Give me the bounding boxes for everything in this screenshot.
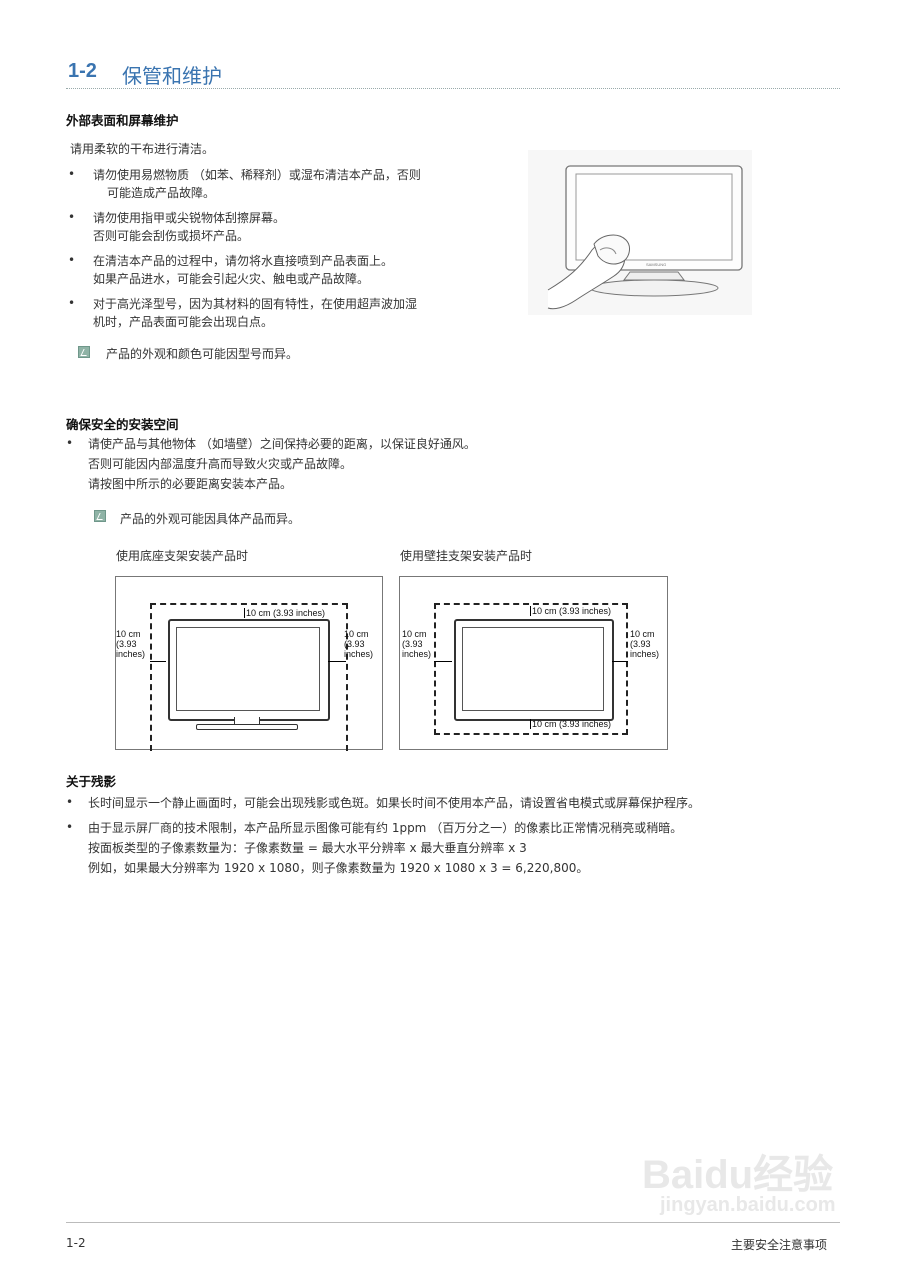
- list-item-cont: 可能造成产品故障。: [107, 186, 216, 200]
- monitor-frame: [454, 619, 614, 721]
- dim-line: 10 cm: [402, 629, 427, 639]
- dimension-right-arrow: [328, 661, 346, 662]
- section-heading-exterior-care: 外部表面和屏幕维护: [66, 113, 179, 128]
- dim-line: 10 cm: [344, 629, 369, 639]
- dimension-left-arrow: [150, 661, 166, 662]
- dimension-top-label: 10 cm (3.93 inches): [244, 608, 326, 618]
- caption-stand-install: 使用底座支架安装产品时: [116, 549, 249, 563]
- list-item: 对于高光泽型号，因为其材料的固有特性，在使用超声波加湿: [93, 297, 418, 311]
- watermark-url: jingyan.baidu.com: [660, 1194, 836, 1216]
- dim-line: inches): [402, 649, 432, 659]
- intro-text: 请用柔软的干布进行清洁。: [70, 142, 215, 156]
- dim-line: (3.93: [116, 639, 137, 649]
- footer-divider: [66, 1222, 840, 1223]
- note-icon: [78, 346, 90, 358]
- monitor-cleaning-svg: SAMSUNG: [528, 150, 752, 315]
- dim-line: inches): [630, 649, 660, 659]
- section-heading-installation-space: 确保安全的安装空间: [66, 417, 179, 432]
- list-item-cont: 例如，如果最大分辨率为 1920 x 1080，则子像素数量为 1920 x 1…: [88, 861, 589, 875]
- dim-line: (3.93: [402, 639, 423, 649]
- bullet-dot: •: [68, 167, 76, 181]
- section-heading-afterimage: 关于残影: [66, 774, 117, 789]
- list-item-cont: 请按图中所示的必要距离安装本产品。: [88, 477, 293, 491]
- list-item-cont: 机时，产品表面可能会出现白点。: [93, 315, 274, 329]
- note-text: 产品的外观和颜色可能因型号而异。: [106, 347, 299, 361]
- footer-page-number: 1-2: [66, 1236, 86, 1250]
- stand-clearance-diagram: 10 cm (3.93 inches) 10 cm (3.93 inches) …: [115, 576, 383, 751]
- list-item: 请勿使用易燃物质 （如苯、稀释剂）或湿布清洁本产品，否则: [93, 168, 421, 182]
- section-title: 保管和维护: [122, 64, 222, 88]
- bullet-dot: •: [68, 296, 76, 310]
- dimension-left-arrow: [434, 661, 452, 662]
- dim-line: (3.93: [344, 639, 365, 649]
- list-item: 长时间显示一个静止画面时，可能会出现残影或色斑。如果长时间不使用本产品，请设置省…: [88, 796, 701, 810]
- monitor-frame: [168, 619, 330, 721]
- dimension-right-label: 10 cm (3.93 inches): [630, 629, 659, 659]
- list-item: 由于显示屏厂商的技术限制，本产品所显示图像可能有约 1ppm （百万分之一）的像…: [88, 821, 683, 835]
- list-item-cont: 如果产品进水，可能会引起火灾、触电或产品故障。: [93, 272, 370, 286]
- monitor-brand-label: SAMSUNG: [646, 262, 666, 267]
- dimension-left-label: 10 cm (3.93 inches): [402, 629, 431, 659]
- monitor-stand-base: [196, 724, 298, 730]
- list-item: 请勿使用指甲或尖锐物体刮擦屏幕。: [93, 211, 286, 225]
- clearance-boundary: [150, 603, 348, 751]
- note-icon: [94, 510, 106, 522]
- monitor-cleaning-illustration: SAMSUNG: [528, 150, 752, 315]
- list-item-cont: 按面板类型的子像素数量为：子像素数量 = 最大水平分辨率 x 最大垂直分辨率 x…: [88, 841, 527, 855]
- dim-line: 10 cm: [116, 629, 141, 639]
- dimension-right-label: 10 cm (3.93 inches): [344, 629, 373, 659]
- dim-line: (3.93: [630, 639, 651, 649]
- monitor-screen: [462, 627, 604, 711]
- dimension-bottom-label: 10 cm (3.93 inches): [530, 719, 612, 729]
- title-divider: [66, 88, 840, 89]
- dimension-left-label: 10 cm (3.93 inches): [116, 629, 145, 659]
- section-number: 1-2: [68, 60, 97, 82]
- list-item-cont: 否则可能会刮伤或损坏产品。: [93, 229, 250, 243]
- list-item-cont: 否则可能因内部温度升高而导致火灾或产品故障。: [88, 457, 353, 471]
- bullet-dot: •: [68, 253, 76, 267]
- dimension-top-label: 10 cm (3.93 inches): [530, 606, 612, 616]
- dim-line: 10 cm: [630, 629, 655, 639]
- list-item: 请使产品与其他物体 （如墙壁）之间保持必要的距离，以保证良好通风。: [88, 437, 476, 451]
- list-item: 在清洁本产品的过程中，请勿将水直接喷到产品表面上。: [93, 254, 394, 268]
- dim-line: inches): [344, 649, 374, 659]
- bullet-dot: •: [66, 436, 74, 450]
- dimension-right-arrow: [612, 661, 628, 662]
- footer-chapter-title: 主要安全注意事项: [731, 1238, 828, 1252]
- bullet-dot: •: [66, 795, 74, 809]
- clearance-boundary: [434, 603, 628, 735]
- dim-line: inches): [116, 649, 146, 659]
- monitor-screen: [176, 627, 320, 711]
- wall-clearance-diagram: 10 cm (3.93 inches) 10 cm (3.93 inches) …: [399, 576, 668, 750]
- bullet-dot: •: [68, 210, 76, 224]
- caption-wall-install: 使用壁挂支架安装产品时: [400, 549, 533, 563]
- note-text: 产品的外观可能因具体产品而异。: [120, 512, 301, 526]
- bullet-dot: •: [66, 820, 74, 834]
- watermark-logo: Baidu经验: [642, 1153, 834, 1197]
